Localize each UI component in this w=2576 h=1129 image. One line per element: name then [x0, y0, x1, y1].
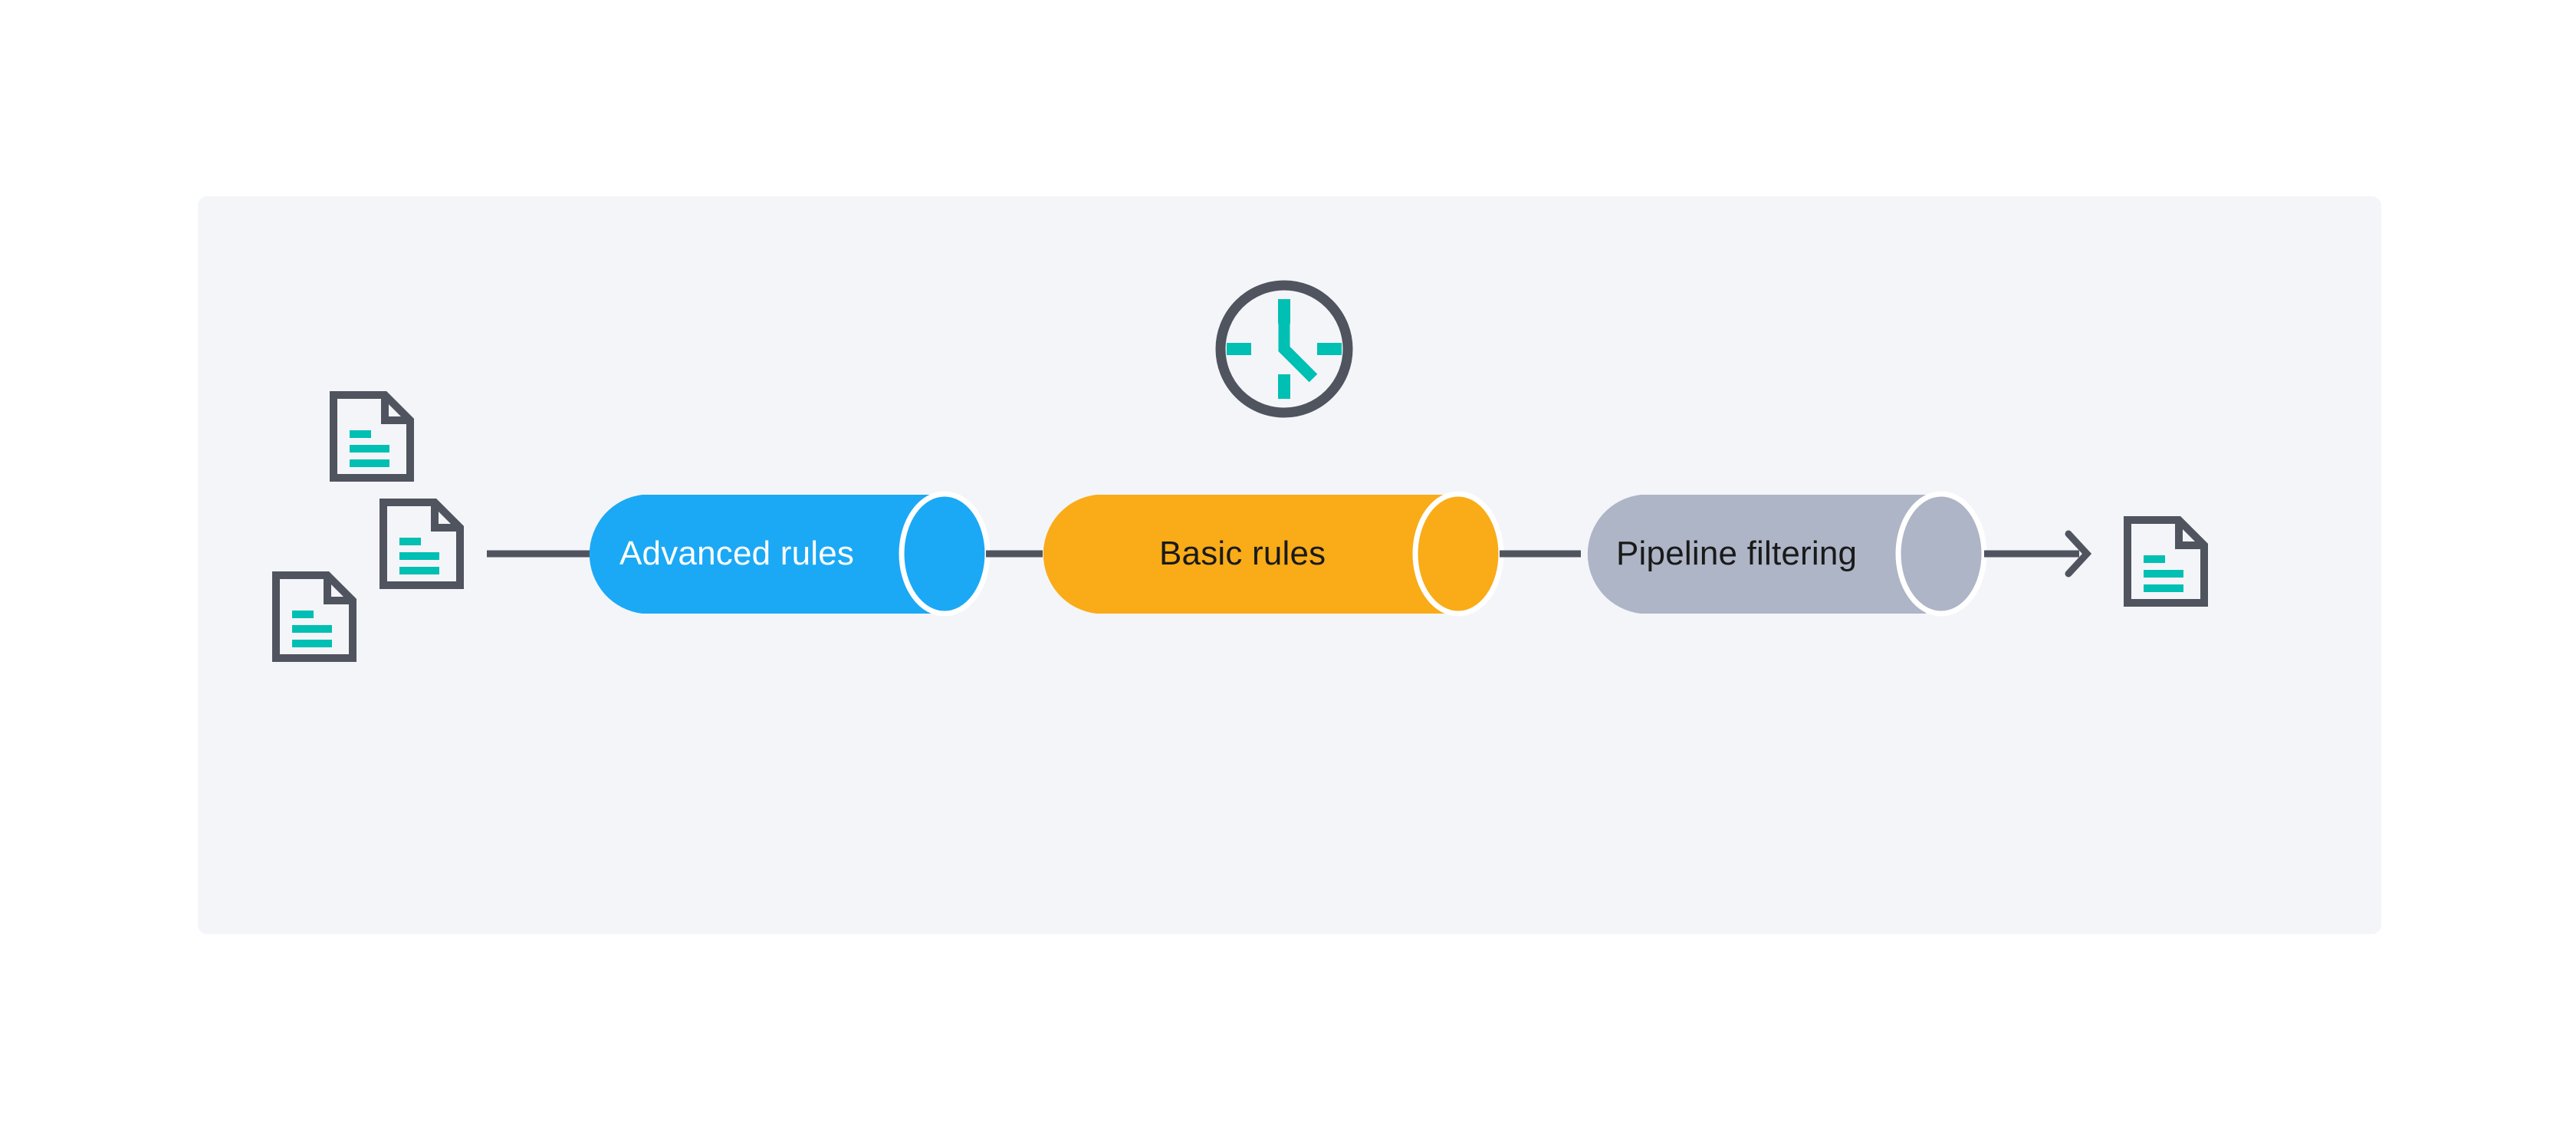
input-documents-group [276, 395, 460, 658]
advanced-rules-body [589, 495, 943, 614]
stage-advanced-rules[interactable] [589, 491, 991, 617]
clock-icon [1215, 280, 1353, 418]
basic-rules-cap [1412, 491, 1504, 617]
stage-basic-rules[interactable] [1043, 491, 1504, 617]
basic-rules-label: Basic rules [1159, 535, 1326, 572]
output-arrow-head [2065, 530, 2092, 578]
pipeline-filtering-body [1587, 495, 1926, 614]
document-icon-output [2128, 520, 2204, 603]
clock-hands [1278, 309, 1318, 383]
clock-tick-9 [1227, 343, 1251, 355]
document-icon-middle [383, 502, 460, 585]
basic-rules-body [1043, 495, 1457, 614]
pipeline-filtering-cap [1895, 491, 1987, 617]
document-icon-top [334, 395, 410, 478]
advanced-rules-cap [899, 491, 991, 617]
pipeline-filtering-label: Pipeline filtering [1616, 535, 1858, 572]
document-icon-bottom [276, 575, 353, 658]
clock-tick-6 [1278, 374, 1290, 399]
connector-pipeline-to-output [1984, 530, 2092, 578]
advanced-rules-label: Advanced rules [619, 535, 855, 572]
clock-tick-3 [1317, 343, 1342, 355]
stage-pipeline-filtering[interactable] [1587, 491, 1987, 617]
